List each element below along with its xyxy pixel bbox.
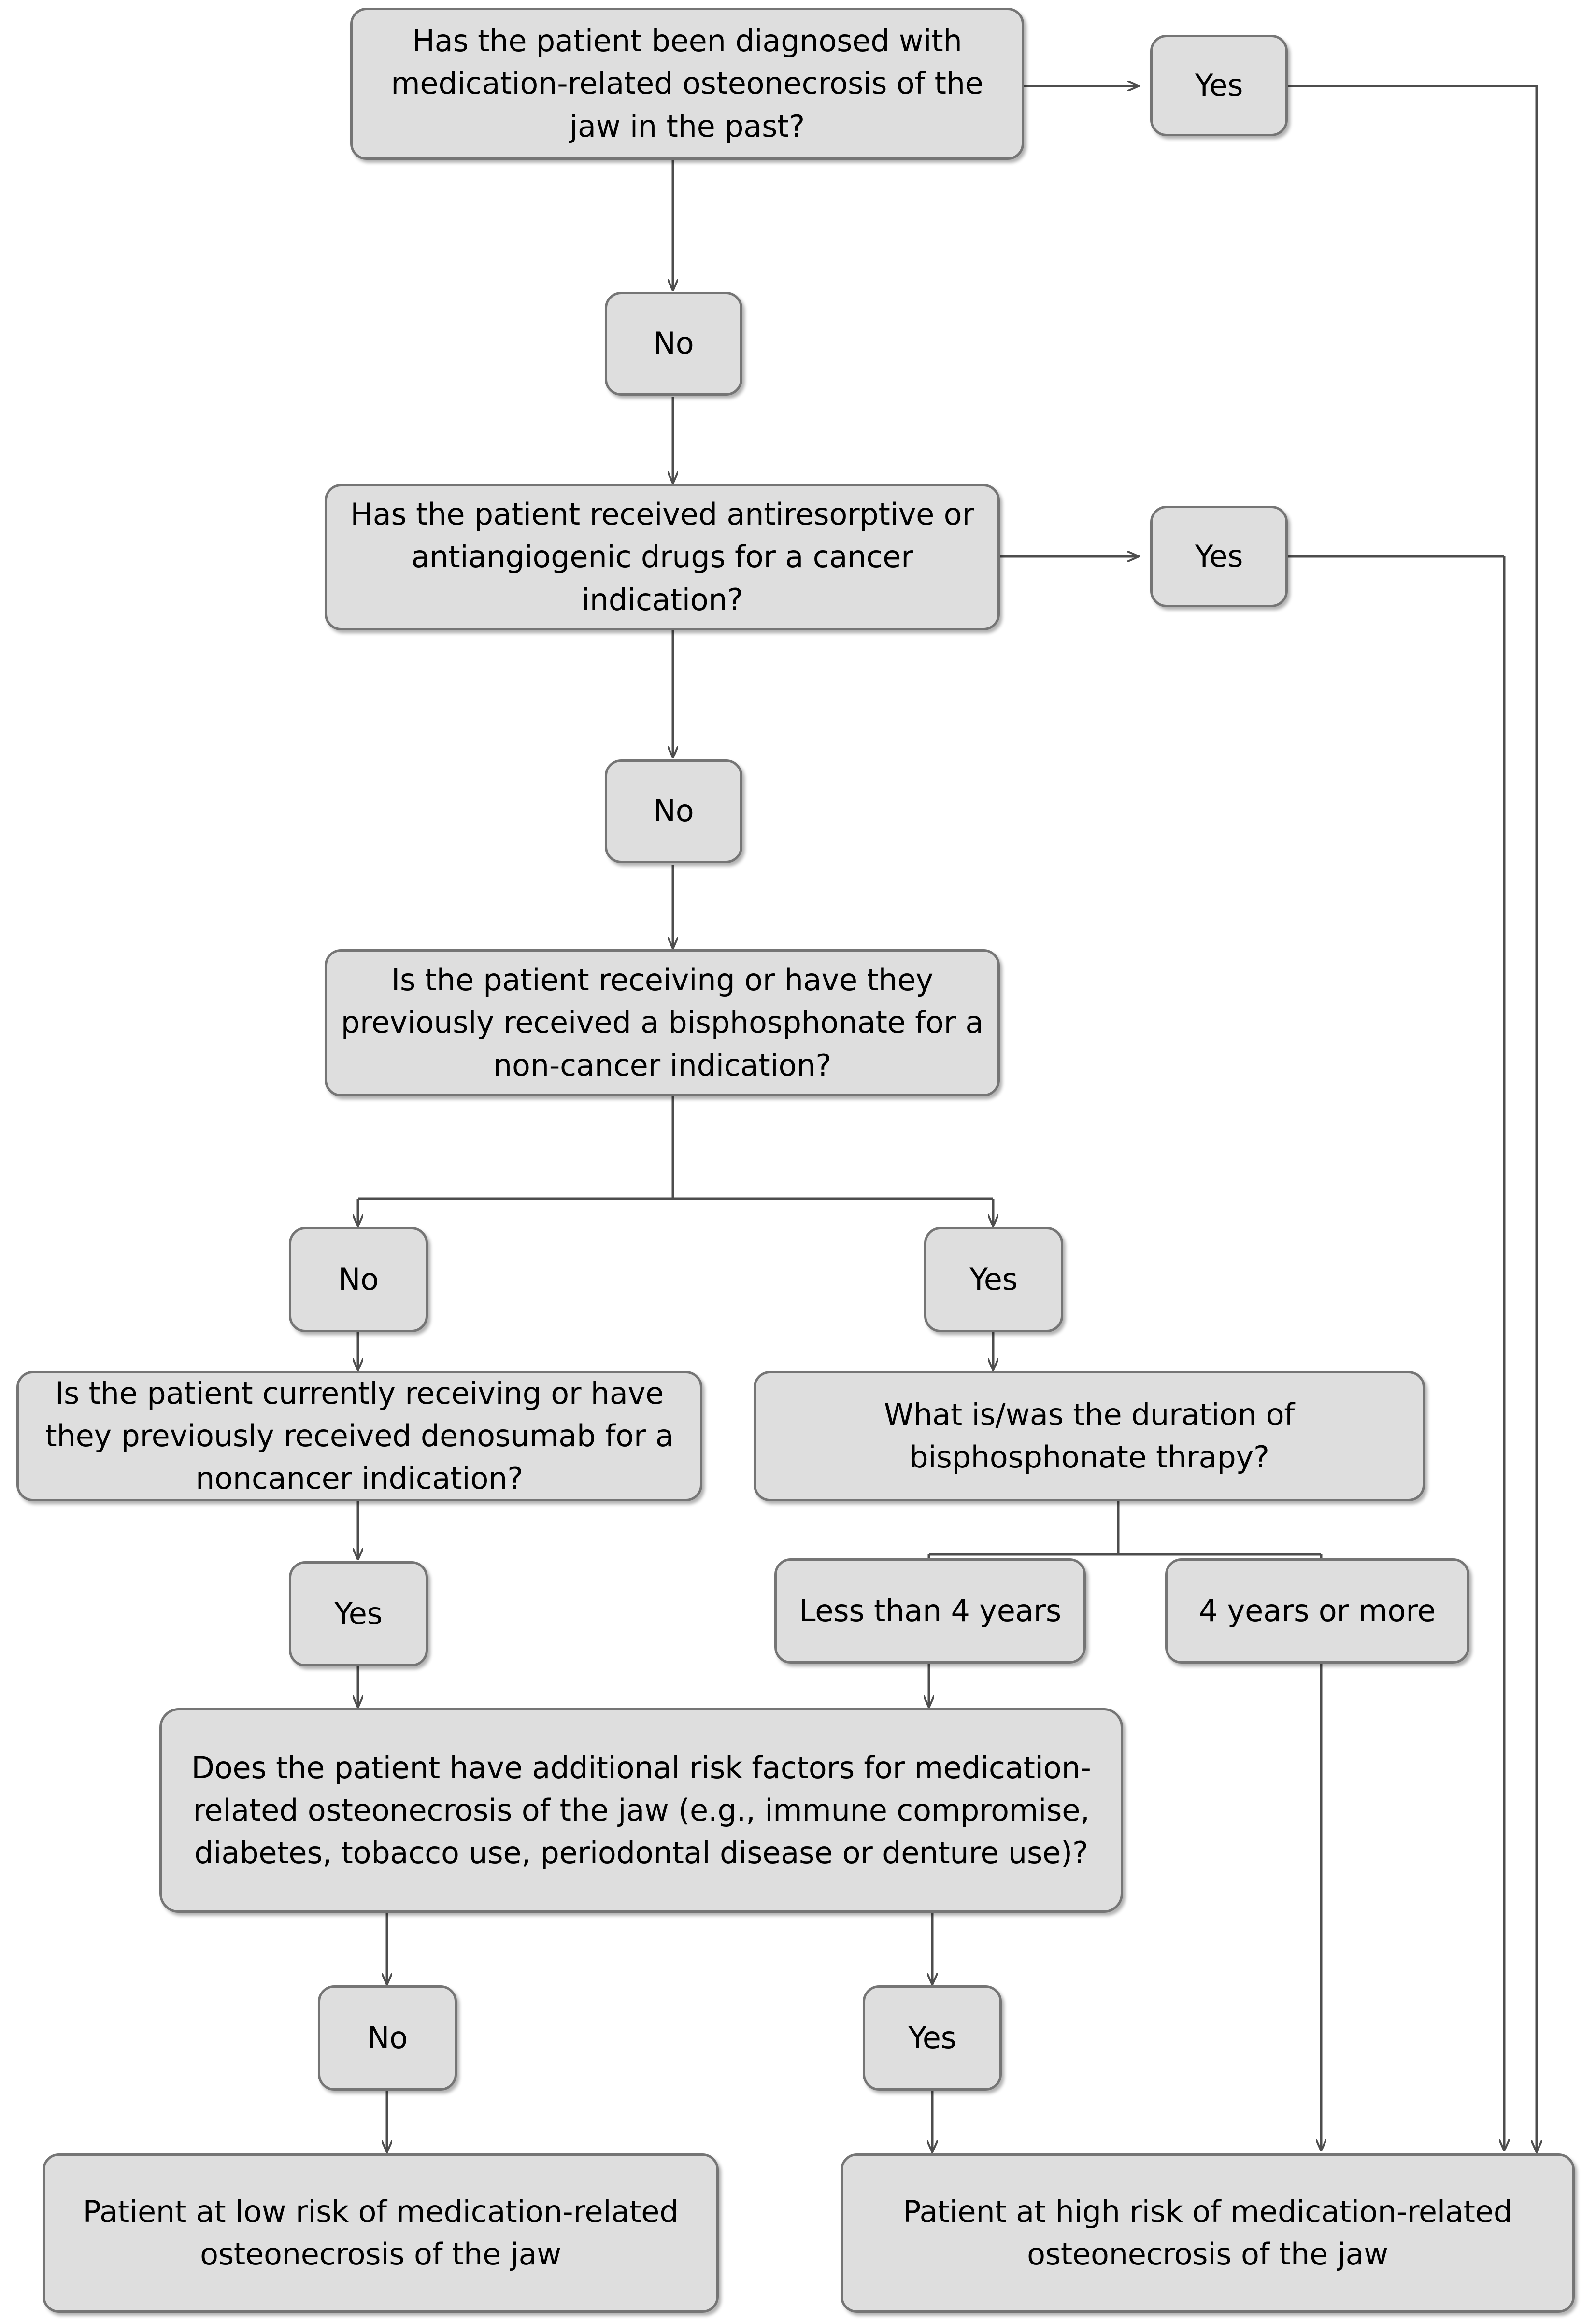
node-outcome-low-risk[interactable]: Patient at low risk of medication-relate…	[43, 2153, 719, 2313]
node-text: Patient at low risk of medication-relate…	[83, 2193, 679, 2272]
node-text: Is the patient currently receiving or ha…	[45, 1375, 674, 1496]
node-text: No	[367, 2020, 408, 2055]
node-text: Patient at high risk of medication-relat…	[903, 2193, 1512, 2272]
node-label-duration-4-years-or-more[interactable]: 4 years or more	[1165, 1558, 1469, 1664]
node-label-duration-less-than-4-years[interactable]: Less than 4 years	[774, 1558, 1086, 1664]
node-text: Less than 4 years	[799, 1593, 1061, 1628]
node-text: 4 years or more	[1198, 1593, 1436, 1628]
node-question-prior-mronj[interactable]: Has the patient been diagnosed with medi…	[350, 8, 1024, 160]
node-label-q1-yes[interactable]: Yes	[1150, 35, 1288, 136]
node-text: No	[653, 326, 694, 361]
node-text: Has the patient received antiresorptive …	[350, 497, 974, 617]
node-text: Yes	[908, 2020, 956, 2055]
node-text: No	[653, 793, 694, 829]
node-label-q3-yes[interactable]: Yes	[924, 1227, 1063, 1332]
node-text: Yes	[969, 1261, 1018, 1297]
node-text: Yes	[334, 1595, 383, 1631]
node-label-q6-no[interactable]: No	[318, 1985, 457, 2091]
node-question-denosumab-noncancer[interactable]: Is the patient currently receiving or ha…	[16, 1371, 702, 1501]
edge-q1yes-to-high-risk	[1287, 85, 1537, 2152]
node-text: Does the patient have additional risk fa…	[191, 1750, 1091, 1871]
node-text: Has the patient been diagnosed with medi…	[391, 23, 983, 144]
node-text: What is/was the duration of bisphosphona…	[884, 1396, 1295, 1475]
node-question-bisphosphonate-noncancer[interactable]: Is the patient receiving or have they pr…	[325, 949, 1000, 1096]
node-text: Yes	[1195, 538, 1243, 574]
node-label-q1-no[interactable]: No	[605, 292, 742, 396]
node-label-q2-yes[interactable]: Yes	[1150, 506, 1288, 607]
node-question-bisphosphonate-duration[interactable]: What is/was the duration of bisphosphona…	[754, 1371, 1425, 1501]
node-question-cancer-indication[interactable]: Has the patient received antiresorptive …	[325, 484, 1000, 630]
node-question-additional-risk-factors[interactable]: Does the patient have additional risk fa…	[159, 1708, 1123, 1913]
node-label-q4-yes[interactable]: Yes	[289, 1561, 428, 1666]
node-text: Is the patient receiving or have they pr…	[341, 962, 984, 1083]
node-label-q2-no[interactable]: No	[605, 759, 742, 863]
node-label-q3-no[interactable]: No	[289, 1227, 428, 1332]
node-outcome-high-risk[interactable]: Patient at high risk of medication-relat…	[841, 2153, 1575, 2313]
node-text: Yes	[1195, 67, 1243, 103]
node-label-q6-yes[interactable]: Yes	[863, 1985, 1002, 2091]
node-text: No	[338, 1261, 379, 1297]
